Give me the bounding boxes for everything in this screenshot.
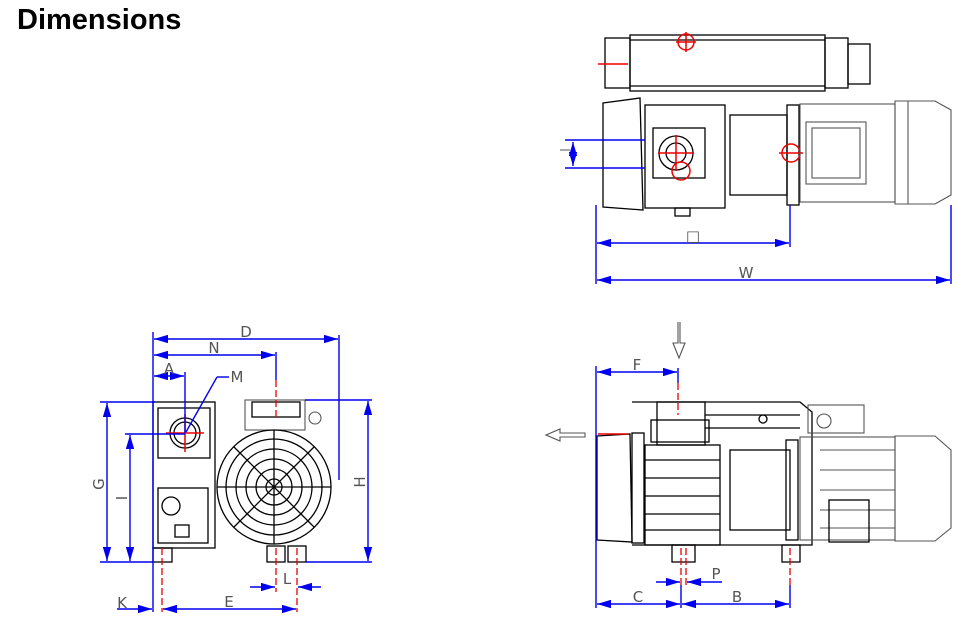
dim-label-b: B [732, 588, 742, 606]
dim-label-p: P [711, 565, 720, 583]
outlet-arrow-icon [544, 428, 586, 442]
dim-label-f: F [633, 356, 642, 374]
dim-label-h: H [351, 476, 369, 487]
dim-label-g: G [90, 478, 108, 490]
side-view: F C B P [544, 322, 952, 609]
top-view: □ W [560, 32, 952, 285]
end-view: D N A M G I H K E L [90, 323, 373, 614]
dim-label-i: I [113, 496, 131, 500]
page-title: Dimensions [17, 4, 182, 36]
dim-label-d: D [240, 323, 252, 341]
dim-label-c: C [633, 588, 643, 606]
dim-label-k: K [117, 594, 128, 612]
fan-cover [216, 429, 332, 545]
dim-label-w: W [739, 264, 754, 282]
dim-label-n: N [208, 339, 219, 357]
dim-label-e: E [224, 593, 233, 611]
dim-label-l: L [283, 570, 292, 588]
dim-label-a: A [164, 360, 175, 378]
inlet-arrow-icon [672, 322, 686, 360]
center-mark [676, 32, 696, 52]
dim-label-m: M [231, 368, 244, 386]
dim-label-o: □ [686, 227, 700, 245]
